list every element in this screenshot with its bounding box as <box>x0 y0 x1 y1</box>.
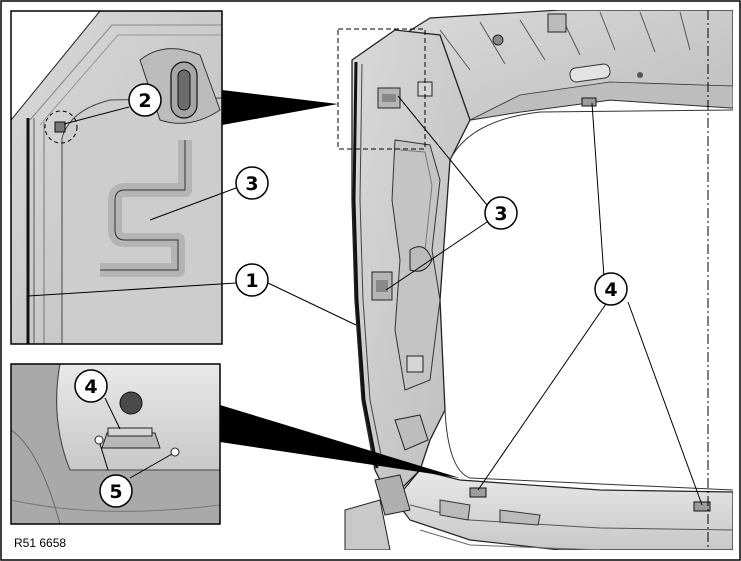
inset-top-frame <box>10 10 223 345</box>
callout-label: 5 <box>109 481 122 503</box>
callout-label: 4 <box>604 279 617 301</box>
callout-c1: 1 <box>235 263 269 297</box>
callout-c3a: 3 <box>235 166 269 200</box>
callout-label: 3 <box>494 203 507 225</box>
inset-bottom-frame <box>10 363 221 525</box>
callout-c4a: 4 <box>594 272 628 306</box>
reference-code: R51 6658 <box>14 536 66 550</box>
callout-label: 3 <box>245 173 258 195</box>
detail-frame <box>337 28 426 150</box>
stud-highlight <box>44 110 78 144</box>
callout-label: 2 <box>138 90 151 112</box>
callout-label: 4 <box>84 376 97 398</box>
leader-lines <box>27 95 703 506</box>
callout-c4b: 4 <box>74 369 108 403</box>
inset-top-detail <box>11 11 222 344</box>
magnify-wedge-bottom <box>220 405 460 478</box>
callout-c2: 2 <box>128 83 162 117</box>
callout-c3b: 3 <box>484 196 518 230</box>
callout-label: 1 <box>245 270 258 292</box>
callout-c5: 5 <box>99 474 133 508</box>
magnify-wedge-top <box>222 90 338 125</box>
